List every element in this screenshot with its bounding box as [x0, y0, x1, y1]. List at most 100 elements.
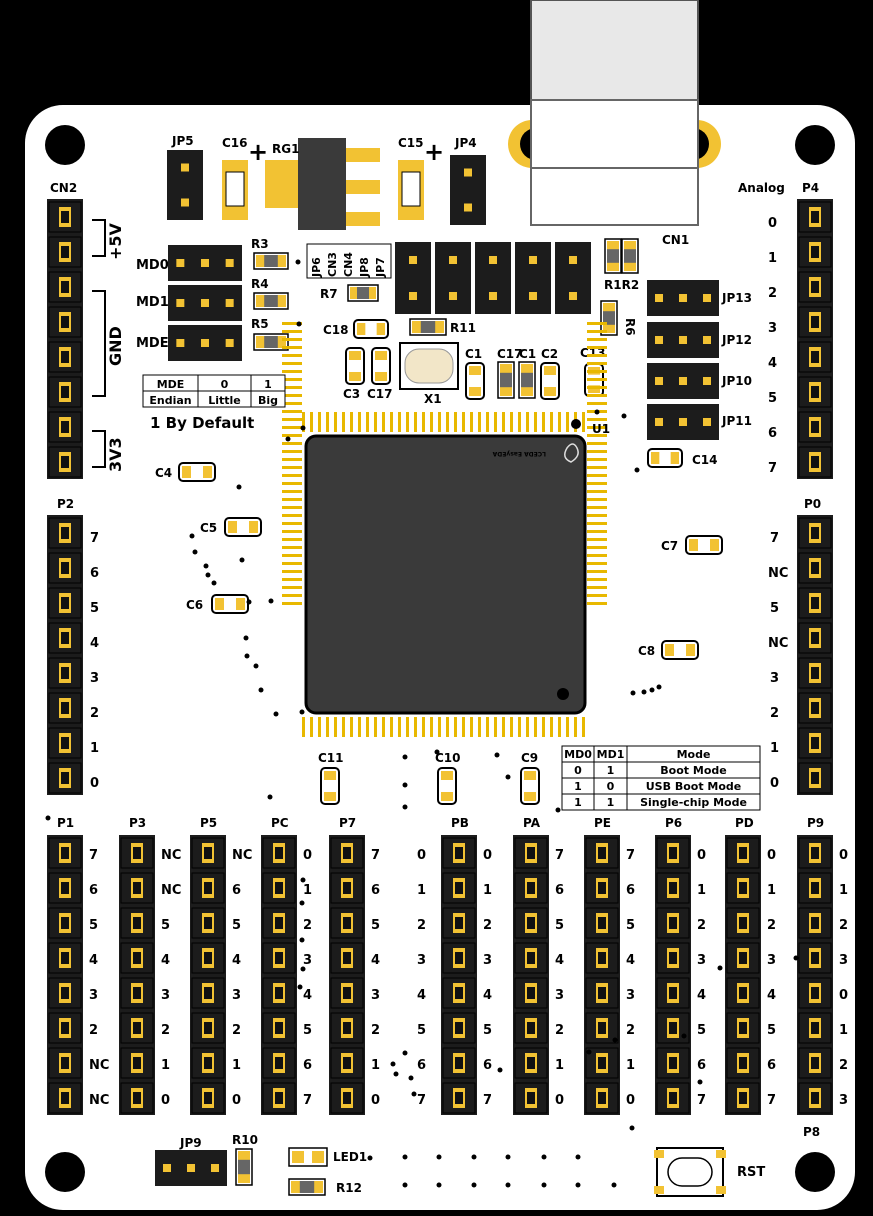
p2-pin-label: 6: [90, 566, 99, 581]
analog-label: Analog: [738, 181, 785, 195]
header-pin-cell: [48, 942, 82, 974]
header-pin-cell: [656, 907, 690, 939]
ic-pin: [382, 412, 385, 432]
header-pin-core: [811, 527, 819, 539]
cn1-label: CN1: [662, 233, 689, 247]
pin-label: 1: [767, 883, 776, 898]
via: [300, 877, 306, 883]
r9-resistor-pad: [500, 387, 512, 396]
header-pin-cell: [48, 872, 82, 904]
pin-label: 6: [371, 883, 380, 898]
ic-pin: [478, 412, 481, 432]
header-pin-core: [275, 1057, 283, 1069]
pin-label: 4: [303, 988, 312, 1003]
c2-label: C2: [541, 347, 558, 361]
ic-pin: [342, 412, 345, 432]
pin-label: NC: [161, 883, 181, 898]
via: [497, 1067, 503, 1073]
pin-label: 4: [626, 953, 635, 968]
header-pin-cell: [120, 1047, 154, 1079]
p2-pin-label: 0: [90, 776, 99, 791]
ic-pin: [326, 412, 329, 432]
via: [575, 1182, 581, 1188]
header-pin-core: [811, 667, 819, 679]
header-pin-cell: [585, 907, 619, 939]
via: [411, 1091, 417, 1097]
mode-table-cell: 1: [607, 796, 615, 809]
header-pin-core: [455, 987, 463, 999]
jumper-pin: [449, 292, 457, 300]
pin-label: 5: [417, 1023, 426, 1038]
jp-vert-label: JP6: [310, 257, 323, 278]
ic-pin: [282, 498, 302, 501]
pin-label: 3: [417, 953, 426, 968]
p4-label: P4: [802, 181, 819, 195]
header-pin-cell: [48, 341, 82, 373]
header-pin-core: [204, 952, 212, 964]
jp-vert-label: CN4: [342, 252, 355, 277]
r3-resistor-pad: [277, 255, 286, 267]
header-pin-core: [811, 632, 819, 644]
ic-pin: [587, 602, 607, 605]
jumper-pin: [655, 336, 663, 344]
via: [402, 754, 408, 760]
jumper-pin: [679, 418, 687, 426]
ic-pin: [302, 412, 305, 432]
ic-pin: [282, 402, 302, 405]
header-pin-cell: [191, 1047, 225, 1079]
jumper-pin: [225, 339, 234, 347]
header-pin-cell: [120, 837, 154, 869]
header-pin-core: [455, 1022, 463, 1034]
ic-pin: [587, 354, 607, 357]
jumper-pin: [703, 377, 711, 385]
ic-pin: [587, 346, 607, 349]
r11-resistor-body: [420, 321, 436, 333]
p8-label: P8: [803, 1125, 820, 1139]
header-pin-core: [61, 1092, 69, 1104]
pin-label: NC: [161, 848, 181, 863]
p0-pin-label: 1: [770, 741, 779, 756]
header-pin-cell: [798, 201, 832, 233]
header-pin-cell: [48, 977, 82, 1009]
ic-pin: [374, 412, 377, 432]
header-pin-cell: [120, 1082, 154, 1114]
r3-resistor-pad: [256, 255, 265, 267]
header-pin-core: [455, 917, 463, 929]
ic-pin: [398, 717, 401, 737]
plus-sign: +: [248, 138, 268, 166]
pin-label: 7: [89, 848, 98, 863]
header-pin-cell: [191, 907, 225, 939]
r4-label: R4: [251, 277, 269, 291]
ic-pin: [566, 412, 569, 432]
mode-table-cell: 1: [574, 780, 582, 793]
header-pin-core: [811, 597, 819, 609]
ic-pin: [282, 378, 302, 381]
header-pin-core: [598, 882, 606, 894]
pin-label: 4: [555, 953, 564, 968]
header-pin-core: [811, 211, 819, 223]
pin-label: 6: [767, 1058, 776, 1073]
r7-label: R7: [320, 287, 338, 301]
header-pin-cell: [514, 872, 548, 904]
header-pin-cell: [191, 872, 225, 904]
header-pin-cell: [798, 622, 832, 654]
p0-pin-label: 3: [770, 671, 779, 686]
ic-pin: [390, 412, 393, 432]
c14-label: C14: [692, 453, 718, 467]
header-pin-cell: [726, 1012, 760, 1044]
c10-cap-gap: [441, 780, 453, 792]
header-pin-core: [811, 702, 819, 714]
header-pin-cell: [514, 1012, 548, 1044]
ic-pin: [282, 602, 302, 605]
header-pin-core: [61, 737, 69, 749]
r9-resistor-pad: [500, 364, 512, 373]
via: [611, 1182, 617, 1188]
header-pin-core: [527, 917, 535, 929]
header-pin-cell: [514, 942, 548, 974]
mode-table-cell: 1: [574, 796, 582, 809]
ic-pin: [587, 562, 607, 565]
header-pin-cell: [48, 837, 82, 869]
pin-label: 5: [626, 918, 635, 933]
pin-label: 7: [371, 848, 380, 863]
ic-pin: [414, 717, 417, 737]
